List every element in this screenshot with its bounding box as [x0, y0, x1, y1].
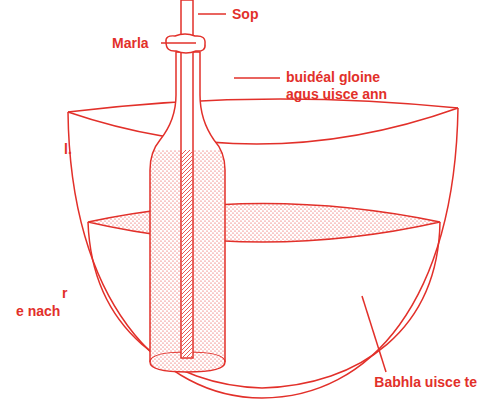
part-label: Sop — [232, 6, 292, 23]
bowl-outline — [68, 108, 458, 398]
cut-off-text: e nach — [16, 303, 60, 320]
part-label: Babhla uisce te — [374, 374, 477, 391]
bowl-rim — [68, 99, 458, 112]
straw-water — [182, 150, 192, 357]
water-surface — [88, 204, 440, 243]
bowl-inner-wall — [88, 222, 440, 388]
part-label: buidéal gloine agus uisce ann — [286, 69, 408, 103]
leader-line — [198, 13, 226, 15]
part-label: Marla — [112, 35, 160, 52]
cut-off-text: r — [62, 285, 82, 302]
cut-off-text: l. — [64, 141, 84, 158]
leader-line — [234, 77, 280, 79]
bowl-rim — [68, 108, 458, 144]
leader-line — [161, 42, 196, 44]
leader-line — [362, 296, 386, 372]
